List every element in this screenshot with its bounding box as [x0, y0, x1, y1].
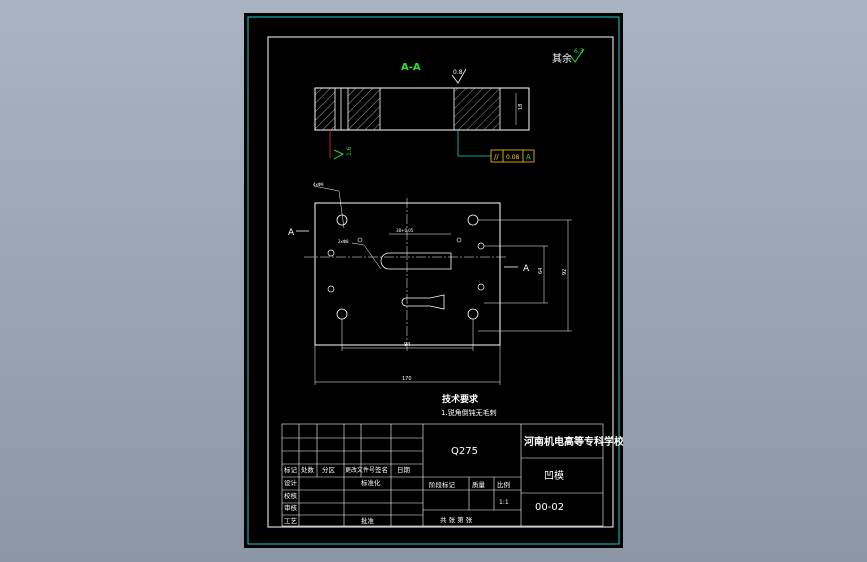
dimension-height: 92: [478, 219, 572, 332]
svg-text:2xΦ8: 2xΦ8: [338, 239, 349, 244]
scale-value: 1:1: [499, 499, 509, 506]
row-label-check: 校核: [284, 491, 298, 500]
material-text: Q275: [451, 446, 478, 457]
dimension-inner: 94: [341, 319, 474, 351]
section-view: 18: [314, 87, 530, 131]
roughness-top-value: 6.3: [574, 48, 584, 55]
dimension-inner-h: 64: [484, 245, 548, 304]
row-label-design: 设计: [284, 478, 298, 487]
cad-drawing: 其余 6.3 A-A 18 0.8 1.6 //: [247, 16, 623, 545]
svg-text:4xΦ9: 4xΦ9: [313, 182, 324, 187]
drawing-sheet: 其余 6.3 A-A 18 0.8 1.6 //: [244, 13, 623, 548]
roughness-side-icon: [333, 149, 345, 160]
plan-view: 4xΦ9 2xΦ8: [304, 182, 506, 351]
school-name: 河南机电高等专科学校: [524, 435, 623, 448]
weight-label: 质量: [472, 480, 486, 489]
section-title: A-A: [401, 62, 421, 73]
scale-label: 比例: [497, 480, 510, 489]
header-zone: 分区: [322, 465, 336, 474]
svg-text:94: 94: [404, 342, 410, 348]
dimension-width: 170: [314, 345, 501, 385]
svg-text:18: 18: [518, 104, 524, 110]
tolerance-symbol: //: [494, 153, 499, 161]
stage-label: 阶段标记: [429, 480, 456, 489]
row-label-mark: 标记: [284, 465, 298, 474]
title-block: [281, 423, 604, 527]
tech-requirements-item: 1.锐角倒钝无毛刺: [441, 408, 497, 417]
approval-label: 批准: [361, 516, 375, 525]
drawing-number: 00-02: [535, 502, 564, 513]
svg-text:92: 92: [562, 269, 568, 275]
svg-text:64: 64: [538, 268, 544, 274]
tolerance-datum: A: [526, 153, 531, 161]
part-name: 凹模: [544, 470, 564, 482]
row-label-process: 工艺: [284, 517, 298, 525]
header-change-doc: 更改文件号: [345, 466, 375, 474]
inner-border: [267, 36, 614, 528]
tolerance-frame: // 0.08 A: [490, 149, 535, 163]
outer-frame: [247, 16, 620, 545]
standardization-label: 标准化: [361, 478, 381, 487]
roughness-side-value: 1.6: [346, 146, 353, 156]
header-count: 处数: [301, 465, 315, 474]
tolerance-leader: [457, 130, 491, 157]
svg-text:170: 170: [402, 376, 412, 382]
row-label-review: 审核: [284, 503, 298, 512]
sheet-count: 共 张 第 张: [440, 515, 473, 524]
roughness-symbol-icon: 6.3: [569, 48, 585, 63]
other-roughness-label: 其余: [552, 52, 572, 65]
tolerance-value: 0.08: [506, 154, 520, 161]
header-date: 日期: [397, 466, 411, 474]
header-sign: 签名: [375, 465, 388, 474]
tech-requirements-title: 技术要求: [442, 393, 479, 405]
roughness-groove-value: 0.8: [453, 69, 463, 76]
dimension-slot: 38+0.05: [389, 228, 451, 235]
section-mark-right: A: [523, 264, 530, 274]
svg-text:38+0.05: 38+0.05: [396, 228, 414, 233]
roughness-groove-icon: [451, 68, 467, 84]
section-mark-left: A: [288, 228, 295, 238]
